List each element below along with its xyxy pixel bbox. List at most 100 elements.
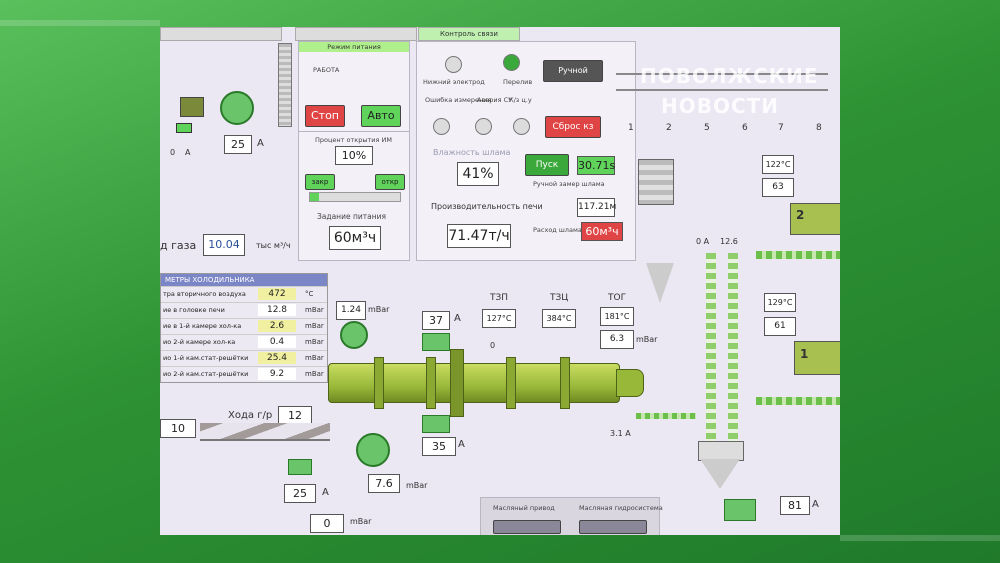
gas-value: 10.04 bbox=[203, 234, 245, 256]
bottom-small-motor bbox=[288, 459, 312, 475]
cooler-table-title: МЕТРЫ ХОЛОДИЛЬНИКА bbox=[161, 274, 327, 286]
stroke-label: Хода г/р bbox=[228, 410, 273, 421]
kiln-gear bbox=[450, 349, 464, 417]
feed-valve bbox=[180, 97, 204, 117]
open-button[interactable]: откр bbox=[375, 174, 405, 190]
meas-error-lamp bbox=[433, 118, 450, 135]
su-alarm-lamp bbox=[475, 118, 492, 135]
cooler-table: МЕТРЫ ХОЛОДИЛЬНИКА тра вторичного воздух… bbox=[160, 273, 328, 383]
start-button[interactable]: Пуск bbox=[525, 154, 569, 176]
opening-slider[interactable] bbox=[309, 192, 401, 202]
tab-link-control[interactable]: Контроль связи bbox=[418, 27, 520, 41]
bottom-zero-value: 0 bbox=[310, 514, 344, 533]
aux-amp-value: 35 bbox=[422, 437, 456, 456]
scada-screen: Контроль связи 0 А 25 А д газа 10.04 тыс… bbox=[160, 27, 840, 535]
opening-value: 10% bbox=[335, 146, 373, 165]
tog-value: 181°С bbox=[600, 307, 634, 326]
precip-amp-right: 12.6 bbox=[720, 237, 738, 246]
oil-hydro-label: Масляная гидросистема bbox=[579, 504, 663, 512]
precip-amp-left: 0 А bbox=[696, 237, 710, 246]
flow-value: 60м³ч bbox=[581, 222, 623, 241]
stop-button[interactable]: Стоп bbox=[305, 105, 345, 127]
screw-conveyor bbox=[756, 251, 840, 259]
fan-pressure-unit: mBar bbox=[368, 305, 390, 314]
grate-value: 10 bbox=[160, 419, 196, 438]
screw-conveyor bbox=[756, 397, 840, 405]
tzp-label: ТЗП bbox=[490, 293, 509, 303]
bottom-zero-unit: mBar bbox=[350, 517, 372, 526]
kiln-tire bbox=[506, 357, 516, 409]
horizontal-screw bbox=[636, 413, 696, 419]
manual-button[interactable]: Ручной bbox=[543, 60, 603, 82]
zero-a-value: 0 bbox=[170, 148, 176, 157]
precipitator-2-label: 2 bbox=[796, 208, 805, 222]
blower-pressure-unit: mBar bbox=[406, 481, 428, 490]
setpoint-label: Задание питания bbox=[317, 212, 386, 221]
oil-drive-label: Масляный привод bbox=[493, 504, 555, 512]
oil-hydro-button[interactable] bbox=[579, 520, 647, 534]
lower-electrode-label: Нижний электрод bbox=[423, 78, 485, 86]
productivity-value: 71.47т/ч bbox=[447, 224, 511, 248]
hopper bbox=[698, 441, 744, 461]
kiln-tire bbox=[426, 357, 436, 409]
tab-placeholder[interactable] bbox=[295, 27, 417, 41]
filter-label: 2 bbox=[666, 123, 672, 133]
feed-mode-status: РАБОТА bbox=[313, 66, 340, 74]
fan-pressure-value: 1.24 bbox=[336, 301, 366, 320]
green-indicator bbox=[176, 123, 192, 133]
setpoint-value[interactable]: 60м³ч bbox=[329, 226, 381, 250]
tzc-value: 384°С bbox=[542, 309, 576, 328]
humidity-value: 41% bbox=[457, 162, 499, 186]
humidity-label: Влажность шлама bbox=[433, 148, 511, 157]
reset-button[interactable]: Сброс кз bbox=[545, 116, 601, 138]
frame-stripe bbox=[0, 20, 160, 26]
bottom-amp-value: 81 bbox=[780, 496, 810, 515]
control-panel: Нижний электрод Перелив Ручной Ошибка из… bbox=[416, 41, 636, 261]
vertical-screw bbox=[706, 253, 716, 443]
kiln-motor bbox=[422, 333, 450, 351]
close-button[interactable]: закр bbox=[305, 174, 335, 190]
filter-label: 8 bbox=[816, 123, 822, 133]
kiln-tire bbox=[560, 357, 570, 409]
grate-cooler bbox=[200, 423, 330, 441]
opening-label: Процент открытия ИМ bbox=[315, 136, 392, 144]
tog-pressure-unit: mBar bbox=[636, 335, 658, 344]
kiln-zero-a: 0 bbox=[490, 341, 496, 350]
cooler-fan-icon[interactable] bbox=[340, 321, 368, 349]
blower-pressure-value: 7.6 bbox=[368, 474, 400, 493]
fan-amp-unit: А bbox=[257, 138, 264, 149]
kiln-tire bbox=[374, 357, 384, 409]
oil-drive-button[interactable] bbox=[493, 520, 561, 534]
aux-motor bbox=[422, 415, 450, 433]
tog-pressure-value: 6.3 bbox=[600, 330, 634, 349]
tab-placeholder[interactable] bbox=[160, 27, 282, 41]
feed-mode-title: Режим питания bbox=[299, 42, 409, 52]
zero-a-unit: А bbox=[185, 148, 191, 157]
flow-label: Расход шлама (питание) bbox=[533, 226, 618, 234]
opening-subpanel: Процент открытия ИМ 10% закр откр Задани… bbox=[298, 131, 410, 261]
tog-label: ТОГ bbox=[608, 293, 627, 303]
kiln-outlet bbox=[616, 369, 644, 397]
tzc-label: ТЗЦ bbox=[550, 293, 569, 303]
filter-label: 1 bbox=[628, 123, 634, 133]
auto-button[interactable]: Авто bbox=[361, 105, 401, 127]
screw-amp-value: 3.1 А bbox=[610, 429, 631, 438]
bottom-amp-unit: А bbox=[322, 487, 329, 498]
fan-icon[interactable] bbox=[220, 91, 254, 125]
lower-electrode-lamp bbox=[445, 56, 462, 73]
bottom-amp-value: 25 bbox=[284, 484, 316, 503]
ks-label: К/з ц.у bbox=[509, 96, 532, 104]
cyclone-cone bbox=[646, 263, 674, 303]
blower-icon[interactable] bbox=[356, 433, 390, 467]
ks-lamp bbox=[513, 118, 530, 135]
filter-label: 6 bbox=[742, 123, 748, 133]
productivity-label: Производительность печи bbox=[431, 202, 543, 211]
precipitator-1 bbox=[794, 341, 840, 375]
filter-bank bbox=[616, 65, 840, 115]
val2-value: 61 bbox=[764, 317, 796, 336]
